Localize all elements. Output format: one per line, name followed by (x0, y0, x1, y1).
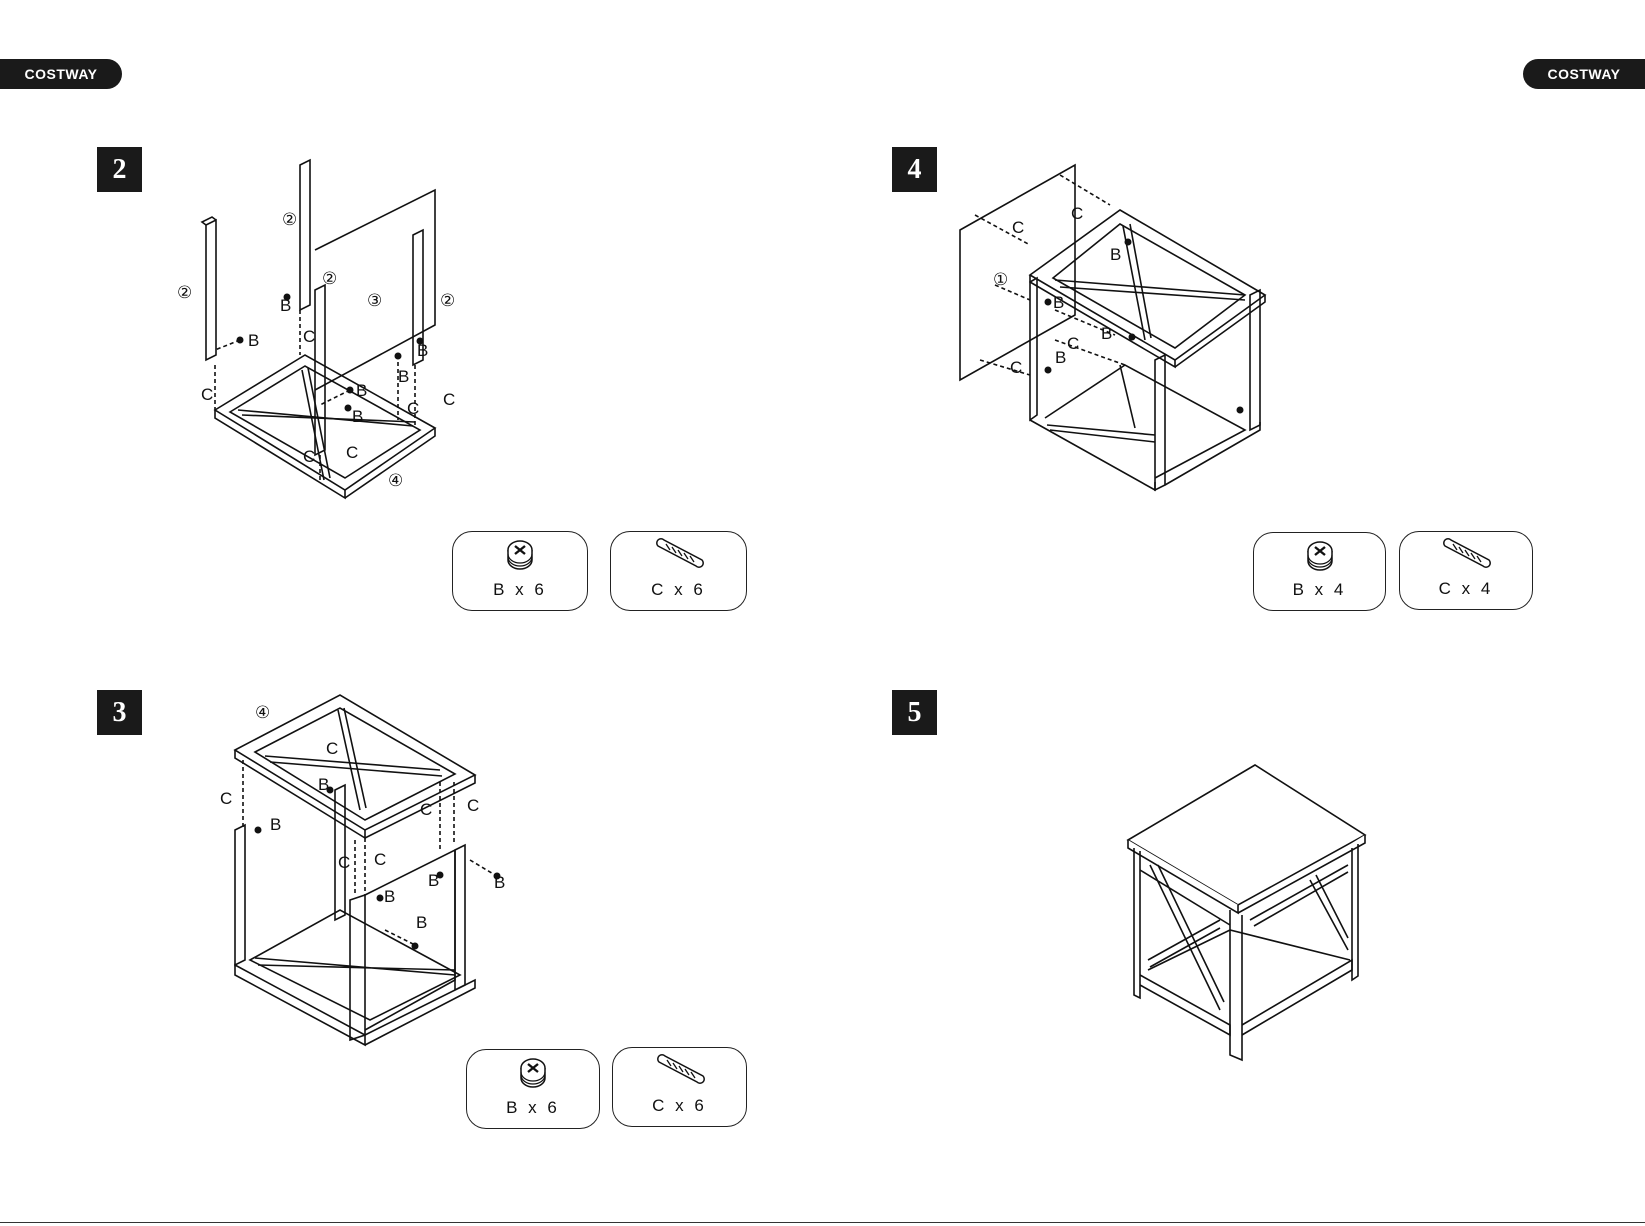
step-3-label-b-4: B (416, 913, 427, 932)
step-2-part-c: C x 6 (610, 531, 747, 611)
step-4-part-b: B x 4 (1253, 532, 1386, 611)
cam-lock-icon (1303, 539, 1337, 573)
dowel-icon (1439, 538, 1493, 572)
step-4-label-b-3: B (1101, 324, 1112, 343)
step-4-part-c-qty: C x 4 (1400, 579, 1532, 599)
brand-logo-left: COSTWAY (0, 59, 122, 89)
step-2-label-c-3: C (303, 447, 315, 466)
step-3-label-b-5: B (428, 871, 439, 890)
step-3-label-c-5: C (338, 853, 350, 872)
cam-lock-icon (516, 1056, 550, 1090)
step-3-label-c-2: C (326, 739, 338, 758)
step-2-part-b-qty: B x 6 (453, 580, 587, 600)
step-4-label-b-2: B (1053, 293, 1064, 312)
brand-logo-right: COSTWAY (1523, 59, 1645, 89)
step-3-label-c-6: C (374, 850, 386, 869)
step-number-5: 5 (892, 690, 937, 735)
step-2-base-label: ④ (388, 471, 403, 490)
step-3-label-c-3: C (420, 800, 432, 819)
step-2-part-c-qty: C x 6 (611, 580, 746, 600)
step-4-diagram: ① C C C C B B B B (955, 160, 1275, 500)
step-number-2: 2 (97, 147, 142, 192)
step-3-part-b: B x 6 (466, 1049, 600, 1129)
step-3-label-c-1: C (220, 789, 232, 808)
step-4-label-c-1: C (1012, 218, 1024, 237)
step-3-top-label: ④ (255, 703, 270, 722)
step-2-label-c-6: C (443, 390, 455, 409)
step-4-part-b-qty: B x 4 (1254, 580, 1385, 600)
cam-lock-icon (503, 538, 537, 572)
step-2-label-b-2: B (280, 296, 291, 315)
step-2-label-b-1: B (248, 331, 259, 350)
dowel-icon (652, 538, 706, 572)
step-4-label-c-4: C (1010, 358, 1022, 377)
step-2-label-b-5: B (398, 367, 409, 386)
step-2-panel-label-c: ② (322, 269, 337, 288)
step-2-label-b-4: B (352, 407, 363, 426)
step-3-label-c-4: C (467, 796, 479, 815)
step-3-part-b-qty: B x 6 (467, 1098, 599, 1118)
step-2-back-panel-label: ③ (367, 291, 382, 310)
step-2-panel-label-a: ② (177, 283, 192, 302)
step-3-part-c: C x 6 (612, 1047, 747, 1127)
step-2-label-b-3: B (356, 381, 367, 400)
step-5-finished-table-illustration (1120, 760, 1370, 1070)
step-2-panel-label-b: ② (282, 210, 297, 229)
step-2-label-c-5: C (407, 399, 419, 418)
dowel-icon (653, 1054, 707, 1088)
step-3-label-b-3: B (384, 887, 395, 906)
step-3-label-b-2: B (318, 775, 329, 794)
step-2-diagram: ② ② ② ② ③ ④ B B B B B B C C C C C C (170, 160, 480, 520)
step-4-label-b-1: B (1110, 245, 1121, 264)
step-number-3: 3 (97, 690, 142, 735)
step-4-label-b-4: B (1055, 348, 1066, 367)
step-2-part-b: B x 6 (452, 531, 588, 611)
step-2-label-c-2: C (303, 327, 315, 346)
step-3-part-c-qty: C x 6 (613, 1096, 746, 1116)
step-4-label-c-3: C (1067, 334, 1079, 353)
step-2-label-c-1: C (201, 385, 213, 404)
step-4-label-c-2: C (1071, 204, 1083, 223)
step-3-label-b-1: B (270, 815, 281, 834)
step-4-side-panel-label: ① (993, 270, 1008, 289)
step-2-label-c-4: C (346, 443, 358, 462)
footer-rule (0, 1222, 1645, 1223)
step-2-panel-label-d: ② (440, 291, 455, 310)
step-3-label-b-6: B (494, 873, 505, 892)
step-4-part-c: C x 4 (1399, 531, 1533, 610)
step-3-diagram: ④ C C C C C C B B B B B B (210, 690, 510, 1060)
step-2-label-b-6: B (417, 341, 428, 360)
step-number-4: 4 (892, 147, 937, 192)
